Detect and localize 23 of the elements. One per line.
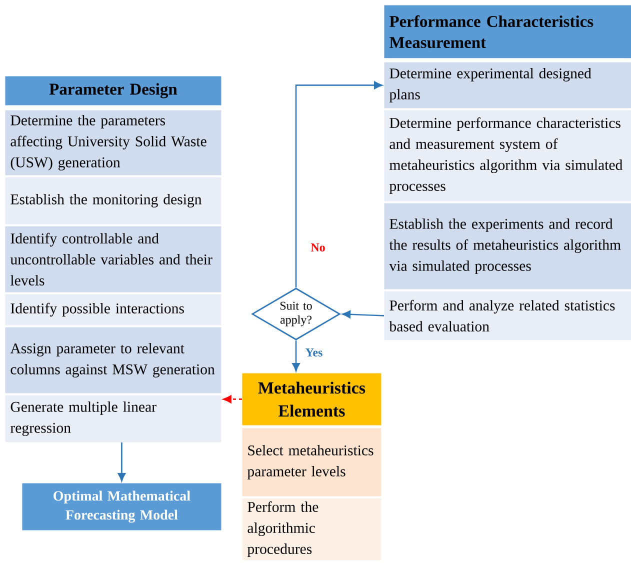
step-box: Perform the algorithmic procedures <box>242 498 382 560</box>
heading-box: Performance Characteristics Measurement <box>384 5 631 58</box>
step-box: Identify controllable and uncontrollable variables and their levels <box>5 226 222 292</box>
arrow <box>295 81 382 288</box>
result-box: Optimal Mathematical Forecasting Model <box>22 483 222 530</box>
heading-box: Parameter Design <box>5 76 222 106</box>
arrow <box>223 395 242 404</box>
step-box: Identify possible interactions <box>5 294 222 326</box>
step-box: Select metaheuristics parameter levels <box>242 428 382 496</box>
heading-box: Metaheuristics Elements <box>242 373 382 426</box>
step-box: Establish the experiments and record the results of metaheuristics algorithm via simulated processes <box>384 203 631 290</box>
arrow <box>342 310 384 318</box>
edge-label: Yes <box>304 348 324 358</box>
step-box: Perform and analyze related statistics based evaluation <box>384 291 631 340</box>
step-box: Determine the parameters affecting University Solid Waste (USW) generation <box>5 110 222 176</box>
step-box: Determine performance characteristics and measurement system of metaheuristics algorithm via simulated processes <box>384 110 631 202</box>
edge-label: No <box>310 242 326 252</box>
step-box: Generate multiple linear regression <box>5 395 222 442</box>
arrow <box>118 442 126 482</box>
arrow <box>292 340 300 372</box>
step-box: Determine experimental designed plans <box>384 62 631 108</box>
step-box: Establish the monitoring design <box>5 177 222 224</box>
step-box: Assign parameter to relevant columns against MSW generation <box>5 327 222 394</box>
